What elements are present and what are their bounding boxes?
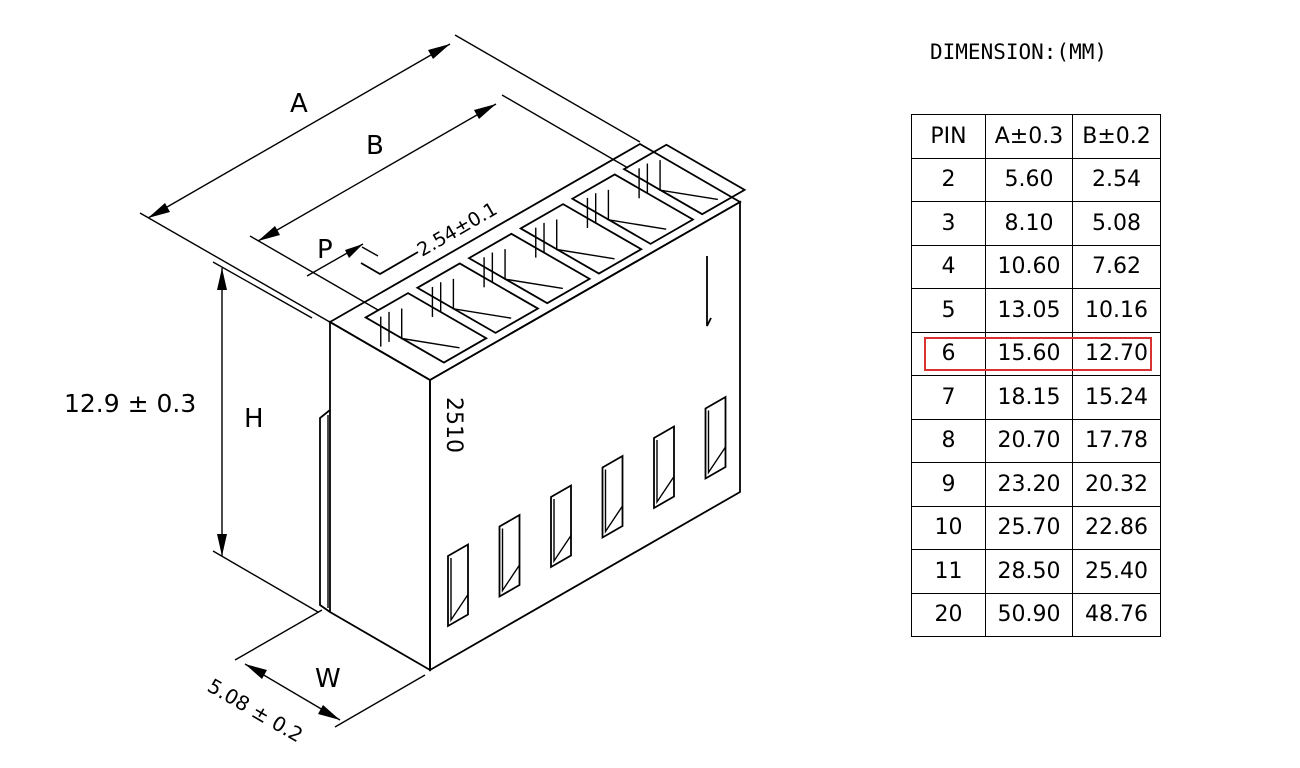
cell-a: 18.15 bbox=[985, 375, 1073, 420]
cell-a: 25.70 bbox=[985, 505, 1073, 550]
cell-a: 10.60 bbox=[985, 244, 1073, 289]
cell-b: 10.16 bbox=[1072, 288, 1161, 333]
cell-b: 25.40 bbox=[1072, 549, 1161, 594]
cell-b: 22.86 bbox=[1072, 505, 1161, 550]
label-h: H bbox=[244, 404, 264, 434]
side-window bbox=[550, 483, 572, 569]
cell-a: 28.50 bbox=[985, 549, 1073, 594]
cell-b: 17.78 bbox=[1072, 418, 1161, 463]
dimension-w bbox=[234, 609, 426, 728]
table-title: DIMENSION:(MM) bbox=[930, 40, 1108, 64]
cell-b: 5.08 bbox=[1072, 201, 1161, 246]
housing-side-face bbox=[429, 200, 741, 672]
height-dimension: 12.9 ± 0.3 bbox=[64, 389, 196, 418]
pin-cavity bbox=[363, 292, 489, 364]
dimension-p bbox=[306, 243, 419, 277]
cell-a: 5.60 bbox=[985, 157, 1073, 202]
latch-mark bbox=[706, 256, 712, 327]
header-pin: PIN bbox=[911, 114, 986, 159]
cell-pin: 2 bbox=[911, 157, 986, 202]
label-a: A bbox=[290, 89, 308, 119]
cell-pin: 9 bbox=[911, 462, 986, 507]
cell-pin: 3 bbox=[911, 201, 986, 246]
cell-b: 2.54 bbox=[1072, 157, 1161, 202]
cell-b: 48.76 bbox=[1072, 592, 1161, 637]
cell-pin: 7 bbox=[911, 375, 986, 420]
side-windows bbox=[447, 395, 727, 628]
cell-a: 8.10 bbox=[985, 201, 1073, 246]
side-window bbox=[704, 395, 727, 481]
header-a: A±0.3 bbox=[985, 114, 1073, 159]
label-w: W bbox=[315, 664, 341, 694]
cell-a: 13.05 bbox=[985, 288, 1073, 333]
cell-pin: 8 bbox=[911, 418, 986, 463]
connector-housing bbox=[319, 142, 742, 672]
label-b: B bbox=[366, 131, 384, 161]
cell-pin: 5 bbox=[911, 288, 986, 333]
cell-pin: 10 bbox=[911, 505, 986, 550]
cell-b: 7.62 bbox=[1072, 244, 1161, 289]
cell-pin: 20 bbox=[911, 592, 986, 637]
cell-pin: 11 bbox=[911, 549, 986, 594]
table-header-row: PIN A±0.3 B±0.2 bbox=[911, 114, 1161, 159]
pin-cavity bbox=[518, 203, 644, 275]
side-window bbox=[601, 454, 624, 540]
pin-cavity bbox=[570, 173, 695, 245]
header-b: B±0.2 bbox=[1072, 114, 1161, 159]
cell-a: 23.20 bbox=[985, 462, 1073, 507]
cell-b: 15.24 bbox=[1072, 375, 1161, 420]
part-number: 2510 bbox=[441, 397, 466, 453]
latch-plate bbox=[319, 409, 331, 613]
row-highlight bbox=[924, 337, 1152, 371]
housing-top-face bbox=[328, 142, 742, 382]
pin-cavity bbox=[415, 262, 540, 334]
dimension-b bbox=[249, 94, 629, 311]
cell-b: 20.32 bbox=[1072, 462, 1161, 507]
label-p: P bbox=[317, 235, 333, 265]
cell-a: 50.90 bbox=[985, 592, 1073, 637]
cell-a: 20.70 bbox=[985, 418, 1073, 463]
side-window bbox=[653, 424, 675, 510]
pin-cavities bbox=[363, 143, 747, 364]
width-dimension: 5.08 ± 0.2 bbox=[204, 674, 308, 748]
cell-pin: 4 bbox=[911, 244, 986, 289]
pin-cavity bbox=[622, 143, 747, 216]
dimension-a bbox=[139, 34, 641, 326]
side-window bbox=[498, 513, 521, 599]
pitch-dimension: 2.54±0.1 bbox=[414, 198, 502, 261]
pin-cavity bbox=[467, 232, 592, 305]
side-window bbox=[447, 542, 469, 628]
dimension-h bbox=[212, 261, 319, 613]
housing-front-face bbox=[329, 320, 431, 672]
